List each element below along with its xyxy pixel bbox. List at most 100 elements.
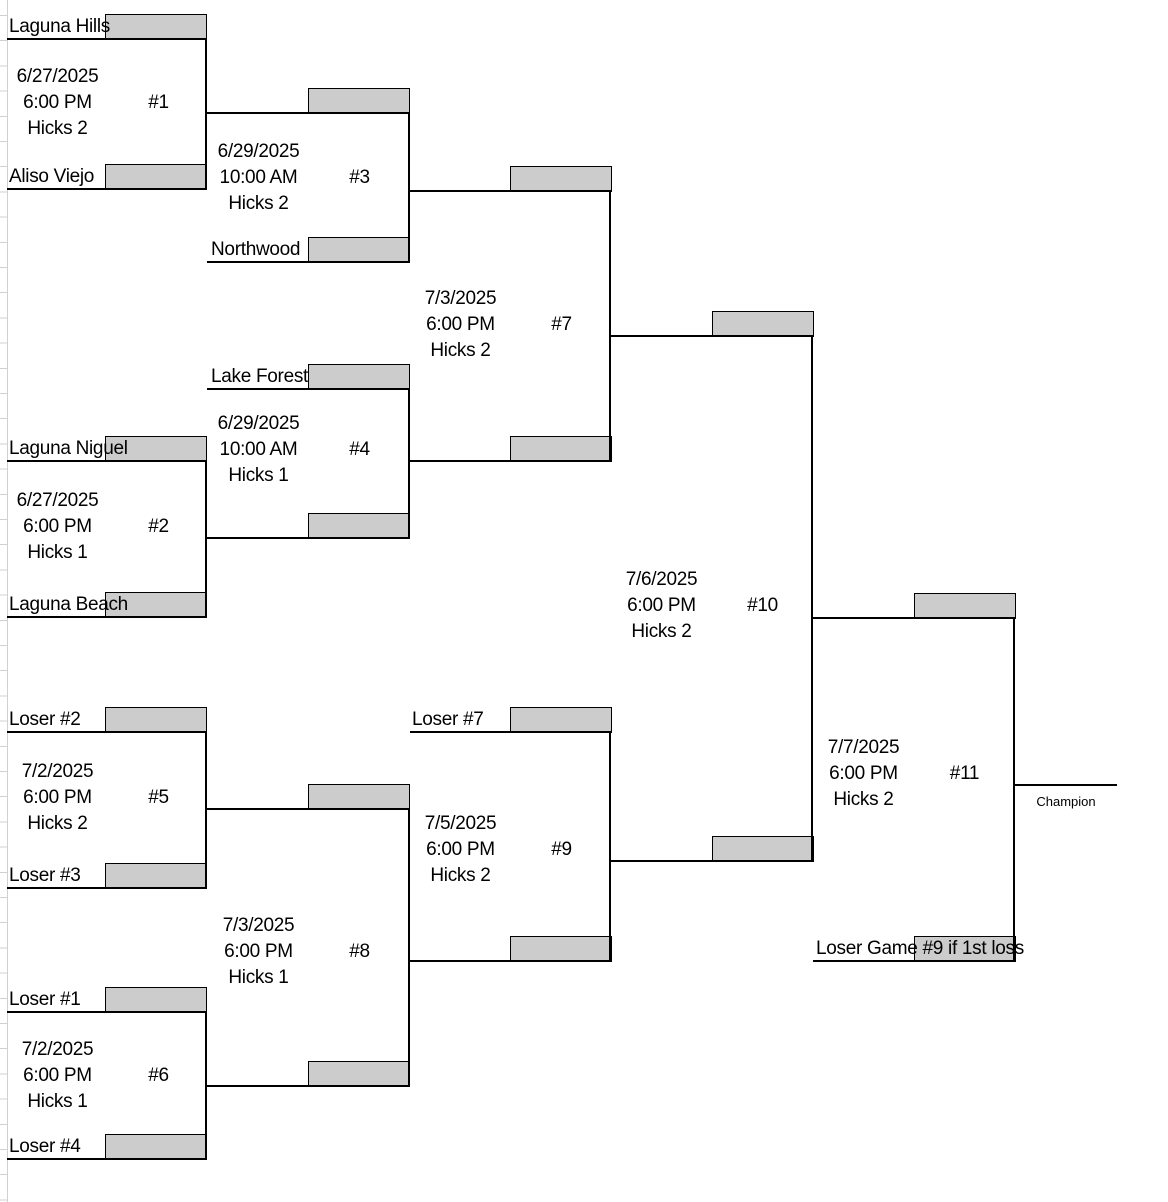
winner-slot-game5[interactable] <box>308 784 410 810</box>
game4-venue: Hicks 1 <box>228 465 289 486</box>
game2-time: 6:00 PM <box>23 516 92 537</box>
game5-venue: Hicks 2 <box>27 813 88 834</box>
line-winner-game4 <box>410 460 611 462</box>
game-info-9: 7/5/2025 6:00 PM #9 Hicks 2 <box>410 811 612 889</box>
winner-slot-game4[interactable] <box>510 436 612 462</box>
slot-box-loser1[interactable] <box>105 987 207 1013</box>
slot-box-aliso-viejo[interactable] <box>105 164 207 190</box>
loser-note-label: Loser Game #9 if 1st loss <box>816 938 1024 959</box>
slot-box-loser4[interactable] <box>105 1134 207 1160</box>
team-label-laguna-hills: Laguna Hills <box>9 16 110 37</box>
game6-date: 7/2/2025 <box>21 1039 94 1060</box>
game1-date: 6/27/2025 <box>16 66 99 87</box>
connector-game1 <box>205 38 207 190</box>
winner-slot-game6[interactable] <box>308 1061 410 1087</box>
game7-date: 7/3/2025 <box>424 288 497 309</box>
game1-number: #1 <box>148 92 169 113</box>
game4-number: #4 <box>349 439 370 460</box>
game10-date: 7/6/2025 <box>625 569 698 590</box>
seed-label-loser2: Loser #2 <box>9 709 81 730</box>
game-info-2: 6/27/2025 6:00 PM #2 Hicks 1 <box>7 488 209 566</box>
line-loser2 <box>7 731 207 733</box>
winner-slot-game10[interactable] <box>914 593 1016 619</box>
game5-date: 7/2/2025 <box>21 761 94 782</box>
game8-time: 6:00 PM <box>224 941 293 962</box>
game-info-10: 7/6/2025 6:00 PM #10 Hicks 2 <box>611 567 813 645</box>
game8-number: #8 <box>349 941 370 962</box>
seed-label-loser7: Loser #7 <box>412 709 484 730</box>
game-info-6: 7/2/2025 6:00 PM #6 Hicks 1 <box>7 1037 209 1115</box>
game7-venue: Hicks 2 <box>430 340 491 361</box>
line-loser4 <box>7 1158 207 1160</box>
game10-number: #10 <box>747 595 778 616</box>
connector-game11 <box>1013 617 1015 962</box>
line-winner-game6 <box>207 1085 410 1087</box>
team-label-laguna-beach: Laguna Beach <box>9 594 128 615</box>
winner-slot-game1[interactable] <box>308 88 410 114</box>
line-champion <box>1015 784 1117 786</box>
line-lake-forest <box>207 388 410 390</box>
game3-venue: Hicks 2 <box>228 193 289 214</box>
game10-time: 6:00 PM <box>627 595 696 616</box>
winner-slot-game3[interactable] <box>510 166 612 192</box>
line-winner-game10 <box>813 617 1015 619</box>
winner-slot-game2[interactable] <box>308 513 410 539</box>
line-winner-game9 <box>611 860 813 862</box>
connector-game7 <box>609 190 611 462</box>
slot-box-northwood[interactable] <box>308 237 410 263</box>
game2-number: #2 <box>148 516 169 537</box>
game3-number: #3 <box>349 167 370 188</box>
slot-box-laguna-beach[interactable] <box>105 592 207 618</box>
game5-number: #5 <box>148 787 169 808</box>
connector-game6 <box>205 1011 207 1160</box>
game4-date: 6/29/2025 <box>217 413 300 434</box>
team-label-aliso-viejo: Aliso Viejo <box>9 166 95 187</box>
game7-number: #7 <box>551 314 572 335</box>
game9-time: 6:00 PM <box>426 839 495 860</box>
connector-game9 <box>609 731 611 962</box>
game-info-5: 7/2/2025 6:00 PM #5 Hicks 2 <box>7 759 209 837</box>
gridline-strip <box>0 15 7 1201</box>
slot-box-loser3[interactable] <box>105 863 207 889</box>
line-laguna-beach <box>7 616 207 618</box>
line-laguna-hills <box>7 38 207 40</box>
team-label-northwood: Northwood <box>211 239 301 260</box>
line-loser-note <box>813 960 1015 962</box>
slot-box-laguna-hills[interactable] <box>105 14 207 40</box>
game6-venue: Hicks 1 <box>27 1091 88 1112</box>
game2-venue: Hicks 1 <box>27 542 88 563</box>
connector-game3 <box>408 112 410 263</box>
game8-venue: Hicks 1 <box>228 967 289 988</box>
line-loser7 <box>410 731 611 733</box>
game3-date: 6/29/2025 <box>217 141 300 162</box>
game11-venue: Hicks 2 <box>833 789 894 810</box>
connector-game4 <box>408 388 410 539</box>
line-winner-game8 <box>410 960 611 962</box>
line-winner-game3 <box>410 190 611 192</box>
winner-slot-game8[interactable] <box>510 936 612 962</box>
line-aliso-viejo <box>7 188 207 190</box>
winner-slot-game7[interactable] <box>712 311 814 337</box>
game9-venue: Hicks 2 <box>430 865 491 886</box>
game3-time: 10:00 AM <box>219 167 298 188</box>
slot-box-loser2[interactable] <box>105 707 207 733</box>
slot-box-loser7[interactable] <box>510 707 612 733</box>
line-northwood <box>207 261 410 263</box>
game6-time: 6:00 PM <box>23 1065 92 1086</box>
game1-venue: Hicks 2 <box>27 118 88 139</box>
slot-box-lake-forest[interactable] <box>308 364 410 390</box>
game9-date: 7/5/2025 <box>424 813 497 834</box>
line-loser1 <box>7 1011 207 1013</box>
game11-date: 7/7/2025 <box>827 737 900 758</box>
seed-label-loser1: Loser #1 <box>9 989 81 1010</box>
game5-time: 6:00 PM <box>23 787 92 808</box>
game-info-11: 7/7/2025 6:00 PM #11 Hicks 2 <box>813 735 1015 813</box>
seed-label-loser3: Loser #3 <box>9 865 81 886</box>
connector-game8 <box>408 808 410 1087</box>
winner-slot-game9[interactable] <box>712 836 814 862</box>
team-label-lake-forest: Lake Forest <box>211 366 309 387</box>
line-winner-game7 <box>611 335 813 337</box>
game-info-1: 6/27/2025 6:00 PM #1 Hicks 2 <box>7 64 209 142</box>
line-winner-game2 <box>207 537 410 539</box>
